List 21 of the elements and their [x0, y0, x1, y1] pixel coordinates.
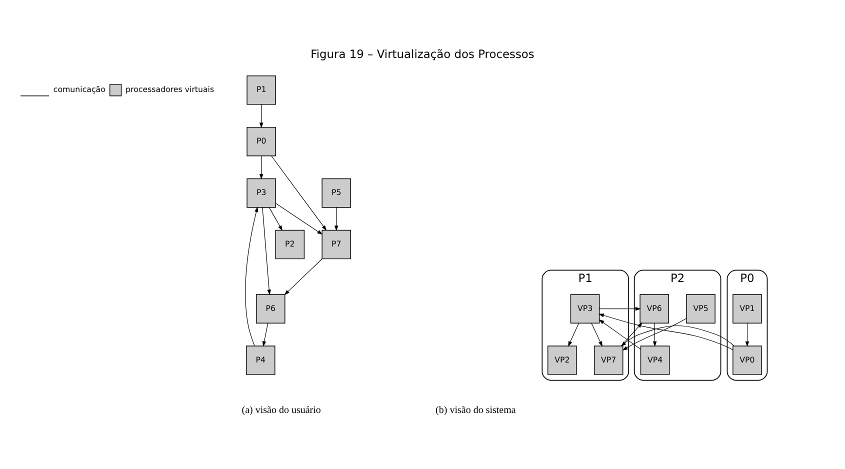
arrow — [334, 207, 338, 231]
arrow — [622, 318, 687, 351]
arrow — [262, 207, 272, 296]
arrow — [568, 322, 580, 347]
arrow — [271, 156, 327, 231]
arrow — [245, 206, 258, 346]
arrow — [268, 207, 283, 231]
arrow — [598, 314, 734, 350]
arrow — [598, 319, 641, 350]
arrow — [745, 322, 750, 347]
arrow — [599, 306, 641, 311]
arrow — [276, 203, 323, 235]
label: (a) visão do usuário — [242, 404, 321, 416]
label: (b) visão do sistema — [436, 404, 516, 416]
arrow — [262, 322, 268, 347]
arrow — [259, 104, 264, 128]
diagram-title: Figura 19 – Virtualização dos Processos — [310, 46, 534, 61]
arrow — [652, 322, 657, 347]
arrow — [259, 156, 264, 180]
arrow — [591, 322, 603, 347]
arrow — [284, 258, 322, 296]
